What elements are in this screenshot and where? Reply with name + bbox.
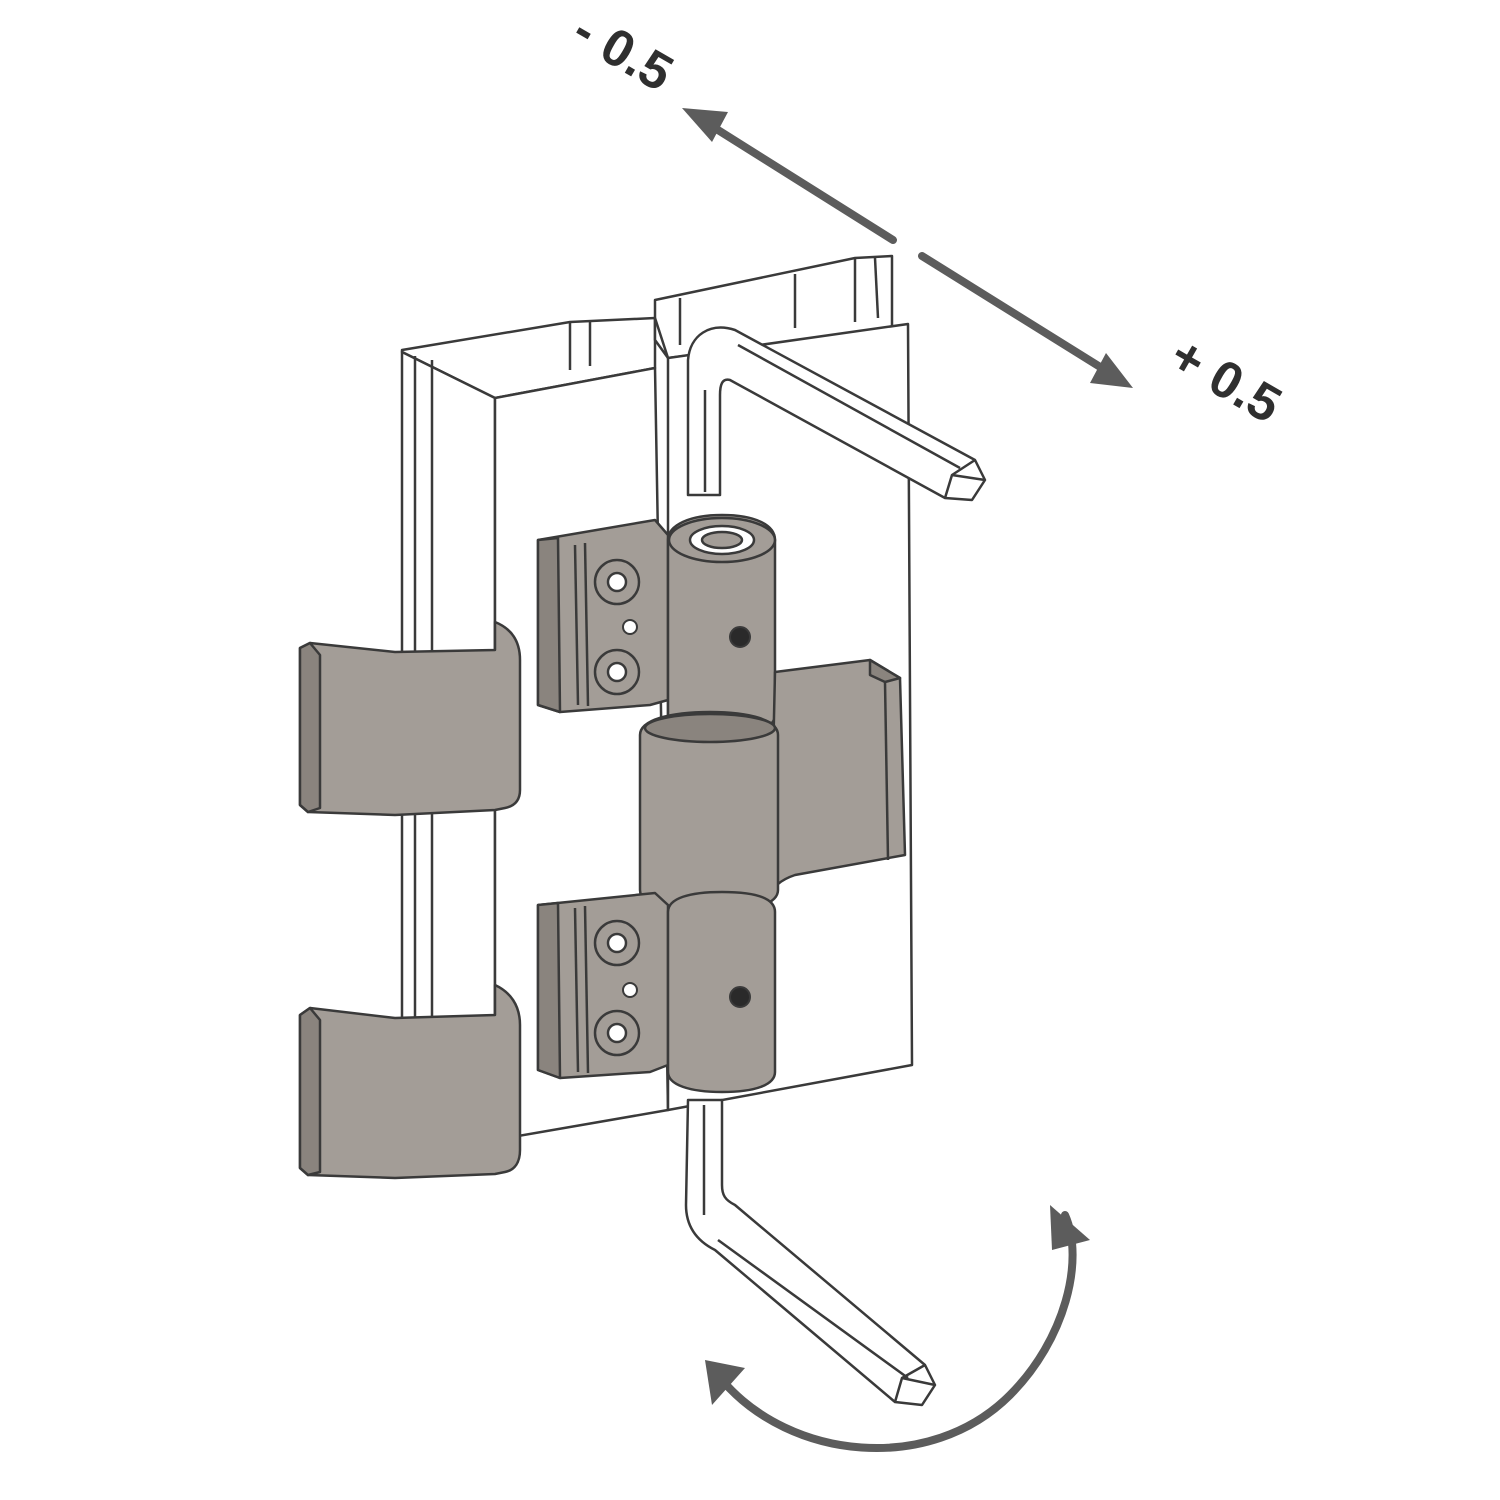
pin-hole-icon: [729, 626, 751, 648]
label-minus: - 0.5: [563, 1, 682, 103]
frame-wing-upper: [298, 620, 522, 817]
rotation-arrowhead-bottom-icon: [705, 1360, 745, 1405]
hinge-knuckle-upper: [666, 513, 777, 737]
frame-wing-lower: [298, 983, 522, 1180]
rotation-arrow: [718, 1211, 1077, 1452]
allen-key-bottom: [684, 1098, 937, 1407]
arrowhead-plus-icon: [1090, 353, 1133, 388]
arrowhead-minus-icon: [682, 108, 728, 142]
screw-icon: [593, 1009, 641, 1057]
allen-key-top: [686, 326, 987, 502]
screw-hole-icon: [622, 982, 638, 998]
frame-leaf-middle: [768, 658, 907, 897]
label-plus: + 0.5: [1160, 326, 1290, 435]
lateral-adjustment-arrow: [706, 121, 1109, 374]
hinge-knuckle-middle: [638, 710, 780, 914]
hinge-knuckle-lower: [666, 890, 777, 1094]
screw-icon: [593, 648, 641, 696]
pin-hole-icon: [729, 986, 751, 1008]
screw-icon: [593, 919, 641, 967]
rotation-arrowhead-top-icon: [1050, 1205, 1090, 1250]
screw-icon: [593, 558, 641, 606]
screw-hole-icon: [622, 619, 638, 635]
